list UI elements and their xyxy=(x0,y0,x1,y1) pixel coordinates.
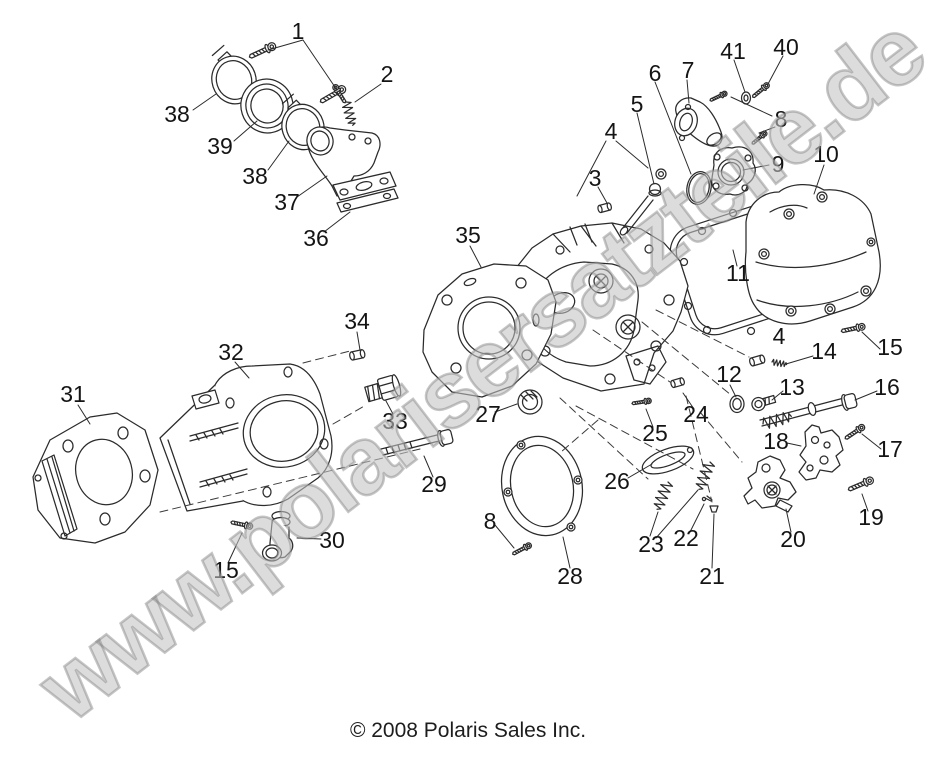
part-7-outlet-housing xyxy=(671,98,723,148)
callout-37: 37 xyxy=(274,189,300,215)
callout-5: 5 xyxy=(631,91,644,117)
part-33-fitting xyxy=(364,374,403,405)
callout-38b: 38 xyxy=(242,163,268,189)
part-cylinder-head xyxy=(510,223,688,391)
callout-23: 23 xyxy=(638,531,664,557)
part-19-bolt xyxy=(846,474,876,495)
part-30-elbow-fitting xyxy=(263,512,293,562)
part-6-o-ring xyxy=(684,169,714,206)
callout-4b: 4 xyxy=(773,323,786,349)
callout-10: 10 xyxy=(813,141,839,167)
callout-15a: 15 xyxy=(877,334,903,360)
part-20-rocker-arm xyxy=(744,456,796,512)
callout-29: 29 xyxy=(421,471,447,497)
callout-41: 41 xyxy=(720,38,746,64)
callout-2: 2 xyxy=(381,61,394,87)
part-17-bolt xyxy=(842,422,867,443)
callout-38a: 38 xyxy=(164,101,190,127)
part-32-cylinder xyxy=(160,364,332,511)
part-15-screw-lower xyxy=(229,518,254,531)
callout-24: 24 xyxy=(683,401,709,427)
part-28-side-cover xyxy=(492,429,591,543)
callout-4a: 4 xyxy=(605,118,618,144)
part-12-o-ring xyxy=(730,396,744,413)
callout-22: 22 xyxy=(673,525,699,551)
callout-7: 7 xyxy=(682,57,695,83)
leader-lines xyxy=(78,40,881,568)
callout-26: 26 xyxy=(604,468,630,494)
callout-3: 3 xyxy=(589,165,602,191)
callout-35: 35 xyxy=(455,222,481,248)
callout-11: 11 xyxy=(726,260,750,286)
part-4-5-pins xyxy=(619,169,666,236)
callout-34: 34 xyxy=(344,308,370,334)
part-13-bolt xyxy=(750,393,776,412)
callout-33: 33 xyxy=(382,408,408,434)
callout-15b: 15 xyxy=(213,557,239,583)
part-35-head-gasket xyxy=(423,264,556,397)
assembly-axis-lines xyxy=(160,310,749,512)
part-8-bolt-lower xyxy=(510,541,533,558)
part-9-outlet-flange xyxy=(712,147,756,195)
callout-25: 25 xyxy=(642,420,668,446)
callout-labels: 1 2 3 4 4 5 6 7 8 8 9 10 11 12 13 14 15 … xyxy=(60,18,903,589)
callout-32: 32 xyxy=(218,339,244,365)
callout-27: 27 xyxy=(475,401,501,427)
callout-21: 21 xyxy=(699,563,725,589)
callout-18: 18 xyxy=(763,428,789,454)
callout-8a: 8 xyxy=(775,106,788,132)
callout-17: 17 xyxy=(877,436,903,462)
callout-31: 31 xyxy=(60,381,86,407)
part-18-rocker-stand xyxy=(799,425,843,480)
part-37-intake-manifold xyxy=(303,124,396,200)
part-3-plug xyxy=(596,202,613,214)
copyright-text: © 2008 Polaris Sales Inc. xyxy=(349,719,587,742)
part-4-dowel-lower xyxy=(748,353,767,368)
part-31-base-gasket xyxy=(33,413,158,543)
callout-16: 16 xyxy=(874,374,900,400)
part-25-bolt xyxy=(631,397,653,407)
part-36-manifold-gasket xyxy=(337,189,398,212)
callout-1: 1 xyxy=(292,18,305,44)
callout-6: 6 xyxy=(649,60,662,86)
callout-40: 40 xyxy=(773,34,799,60)
callout-8b: 8 xyxy=(484,508,497,534)
callout-13: 13 xyxy=(779,374,805,400)
callout-14: 14 xyxy=(811,338,837,364)
part-14-spring xyxy=(771,358,788,368)
callout-36: 36 xyxy=(303,225,329,251)
part-16-rocker-shaft-bolt xyxy=(760,392,858,431)
part-10-valve-cover xyxy=(745,185,880,324)
callout-12: 12 xyxy=(716,361,742,387)
part-24-cap xyxy=(669,376,686,389)
part-26-retainer-plate xyxy=(639,440,697,479)
part-15-screw-upper xyxy=(840,322,867,336)
part-21-keeper xyxy=(710,506,718,512)
callout-30: 30 xyxy=(319,527,345,553)
callout-20: 20 xyxy=(780,526,806,552)
callout-39: 39 xyxy=(207,133,233,159)
part-34-dowel xyxy=(348,348,367,361)
part-39-intake-boot xyxy=(234,72,300,139)
callout-19: 19 xyxy=(858,504,884,530)
callout-9: 9 xyxy=(772,151,785,177)
callout-28: 28 xyxy=(557,563,583,589)
part-29-long-bolt xyxy=(381,428,454,455)
part-27-seal xyxy=(518,390,542,414)
